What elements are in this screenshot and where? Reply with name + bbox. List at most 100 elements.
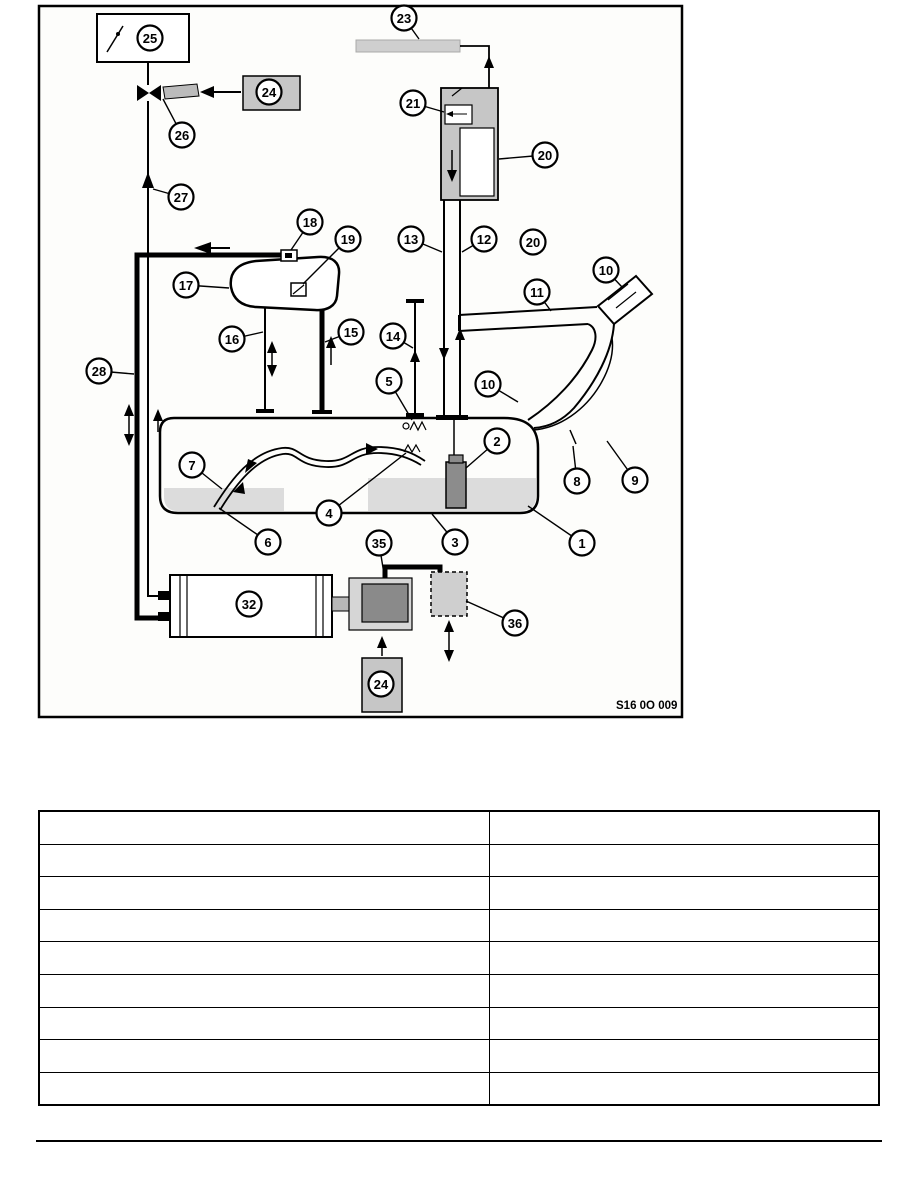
callout-number: 35 bbox=[372, 536, 386, 551]
callout-13-8: 13 bbox=[397, 225, 425, 253]
legend-row bbox=[38, 810, 880, 845]
legend-row bbox=[38, 843, 880, 878]
up-arrow-icon bbox=[124, 404, 134, 416]
left-arrow-icon bbox=[194, 242, 211, 254]
vent-pipe-14 bbox=[406, 299, 424, 417]
callout-leader-4-25 bbox=[328, 452, 407, 514]
legend-table bbox=[38, 810, 880, 1107]
callout-number: 3 bbox=[451, 535, 458, 550]
callout-number: 19 bbox=[341, 232, 355, 247]
callout-25-0: 25 bbox=[136, 24, 164, 52]
down-arrow-icon bbox=[124, 434, 134, 446]
callout-number: 9 bbox=[631, 473, 638, 488]
footer-rule bbox=[36, 1140, 882, 1142]
callout-35-29: 35 bbox=[365, 529, 393, 557]
callout-number: 24 bbox=[374, 677, 389, 692]
leak-pump-module bbox=[348, 564, 443, 631]
callout-32-30: 32 bbox=[235, 590, 263, 618]
callout-number: 10 bbox=[599, 263, 613, 278]
callout-6-26: 6 bbox=[254, 528, 282, 556]
legend-cell bbox=[38, 1006, 490, 1041]
vent-fitting-8 bbox=[569, 429, 577, 445]
callout-10-20: 10 bbox=[474, 370, 502, 398]
legend-cell bbox=[38, 941, 490, 975]
down-arrow-icon bbox=[267, 365, 277, 377]
legend-row bbox=[38, 908, 880, 943]
callout-number: 17 bbox=[179, 278, 193, 293]
up-arrow-icon bbox=[153, 409, 163, 421]
callout-15-15: 15 bbox=[337, 318, 365, 346]
callout-number: 32 bbox=[242, 597, 256, 612]
legend-row bbox=[38, 1006, 880, 1041]
legend-cell bbox=[489, 908, 880, 943]
callout-17-13: 17 bbox=[172, 271, 200, 299]
legend-cell bbox=[489, 1071, 880, 1106]
callout-2-21: 2 bbox=[483, 427, 511, 455]
callout-number: 7 bbox=[188, 458, 195, 473]
callout-7-22: 7 bbox=[178, 451, 206, 479]
callout-1-28: 1 bbox=[568, 529, 596, 557]
callout-number: 15 bbox=[344, 325, 358, 340]
callout-number: 27 bbox=[174, 190, 188, 205]
callout-20-5: 20 bbox=[531, 141, 559, 169]
legend-row bbox=[38, 1071, 880, 1106]
callout-19-9: 19 bbox=[334, 225, 362, 253]
callout-number: 14 bbox=[386, 329, 401, 344]
canister-port bbox=[158, 591, 170, 600]
legend-cell bbox=[489, 1006, 880, 1041]
callout-28-18: 28 bbox=[85, 357, 113, 385]
canister-port bbox=[158, 612, 170, 621]
legend-cell bbox=[38, 843, 490, 878]
callout-10-12: 10 bbox=[592, 256, 620, 284]
flow-arrow-icon bbox=[366, 443, 378, 455]
valve-actuator bbox=[162, 83, 200, 100]
fuel-pump bbox=[445, 461, 467, 509]
callout-23-1: 23 bbox=[390, 4, 418, 32]
tank-valve-5 bbox=[409, 420, 427, 432]
callout-number: 28 bbox=[92, 364, 106, 379]
callout-3-27: 3 bbox=[441, 528, 469, 556]
legend-cell bbox=[489, 1039, 880, 1073]
vent-hose-9 bbox=[532, 337, 614, 431]
down-arrow-icon bbox=[439, 348, 449, 360]
callout-4-25: 4 bbox=[315, 499, 343, 527]
legend-row bbox=[38, 876, 880, 910]
up-arrow-icon bbox=[377, 636, 387, 648]
callout-number: 26 bbox=[175, 128, 189, 143]
legend-cell bbox=[38, 1071, 490, 1106]
tank-outline bbox=[158, 416, 540, 515]
callout-21-3: 21 bbox=[399, 89, 427, 117]
legend-cell bbox=[489, 810, 880, 845]
callout-26-4: 26 bbox=[168, 121, 196, 149]
filler-neck bbox=[458, 274, 654, 445]
callout-20-11: 20 bbox=[519, 228, 547, 256]
legend-cell bbox=[489, 973, 880, 1008]
canister-connector bbox=[331, 596, 351, 612]
callout-number: 24 bbox=[262, 85, 277, 100]
callout-number: 36 bbox=[508, 616, 522, 631]
up-arrow-icon bbox=[444, 620, 454, 632]
legend-cell bbox=[38, 973, 490, 1008]
callout-number: 4 bbox=[325, 506, 333, 521]
pump-inner bbox=[361, 583, 409, 623]
legend-cell bbox=[38, 1039, 490, 1073]
fuel-tank bbox=[158, 416, 540, 515]
callout-number: 5 bbox=[385, 374, 392, 389]
up-arrow-icon bbox=[455, 328, 465, 340]
callout-5-19: 5 bbox=[375, 367, 403, 395]
purge-valve-assembly bbox=[440, 87, 499, 201]
down-arrow-icon bbox=[444, 650, 454, 662]
up-arrow-icon bbox=[142, 172, 154, 188]
vent-pipe-left-thick bbox=[134, 252, 292, 621]
expansion-tank bbox=[229, 249, 341, 312]
down-arrow-icon bbox=[447, 170, 457, 182]
legend-cell bbox=[38, 908, 490, 943]
fuel-left bbox=[164, 488, 284, 511]
filter-36 bbox=[430, 571, 468, 662]
left-arrow-icon bbox=[200, 86, 214, 98]
legend-row bbox=[38, 941, 880, 975]
callout-24-2: 24 bbox=[255, 78, 283, 106]
purge-valve-inner bbox=[459, 127, 495, 197]
